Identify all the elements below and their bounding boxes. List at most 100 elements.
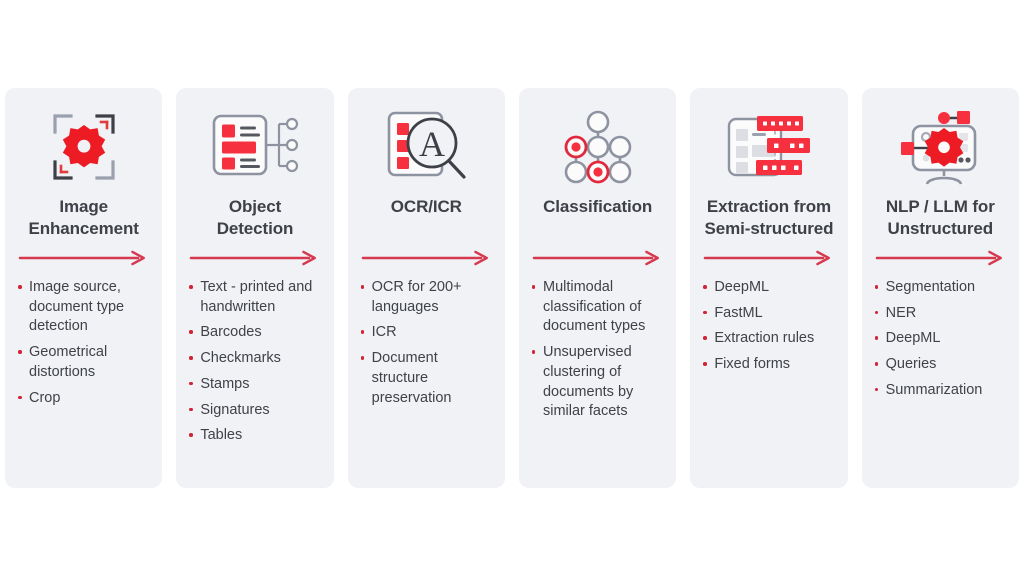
stage-title-line: OCR/ICR (390, 197, 462, 216)
right-arrow-icon (875, 250, 1002, 266)
stage-bullet-item: Image source, document type detection (18, 278, 149, 337)
stage-bullet-text: Tables (200, 427, 243, 444)
monitor-gear-nodes-icon (901, 111, 977, 185)
stage-bullet-item: Multimodal classification of document ty… (531, 278, 663, 337)
bullet-dot-icon (874, 310, 879, 315)
bullet-dot-icon (531, 350, 536, 354)
stage-title-line: Classification (543, 197, 653, 216)
bullet-dot-icon (360, 330, 365, 334)
stage-title-classification: Classification (543, 196, 652, 242)
document-data-bars-icon (727, 116, 810, 177)
stage-bullet-list-classification: Multimodal classification of document ty… (531, 278, 663, 428)
bullet-dot-icon (189, 356, 193, 360)
stage-bullet-text: Summarization (885, 381, 983, 398)
bullet-dot-icon (874, 285, 879, 289)
bullet-dot-icon (703, 362, 707, 366)
bullet-dot-icon (18, 395, 22, 400)
bullet-dot-icon (189, 285, 193, 289)
document-detection-tree-icon (209, 104, 301, 190)
stage-bullet-text: Segmentation (885, 279, 976, 295)
stage-bullet-item: Summarization (874, 381, 1006, 401)
stage-title-line: Semi-structured (704, 219, 834, 239)
gear-crop-marks-icon (53, 114, 115, 180)
document-magnifier-letter-a-icon: A (382, 104, 470, 190)
stage-arrow-classification (532, 250, 663, 266)
document-data-bars-icon (723, 104, 815, 190)
bullet-dot-icon (189, 381, 193, 386)
bullet-dot-icon (189, 407, 193, 412)
bullet-dot-icon (874, 362, 879, 366)
stage-bullet-item: Barcodes (189, 323, 320, 343)
bullet-dot-icon (531, 285, 536, 289)
stage-bullet-item: DeepML (703, 278, 834, 298)
svg-text:A: A (419, 124, 445, 164)
stage-bullet-text: NER (885, 304, 917, 321)
stage-bullet-item: FastML (703, 304, 834, 324)
stage-bullet-item: ICR (360, 323, 492, 343)
stage-bullet-text: Image source, document type detection (29, 279, 125, 335)
stage-bullet-item: Tables (189, 426, 320, 446)
bullet-dot-icon (874, 336, 879, 340)
bullet-dot-icon (360, 356, 365, 360)
stage-title-line: Unstructured (887, 219, 994, 239)
stage-bullet-text: Geometrical distortions (29, 344, 108, 380)
stage-bullet-item: OCR for 200+ languages (360, 278, 492, 317)
stage-bullet-item: Text - printed and handwritten (189, 278, 320, 317)
stage-bullet-item: Fixed forms (703, 355, 834, 375)
document-detection-tree-icon (212, 114, 299, 176)
stage-bullet-text: Signatures (200, 401, 270, 418)
stage-bullet-text: Document structure preservation (371, 350, 452, 406)
stage-arrow-ocr-icr (361, 250, 492, 266)
stage-title-line: Object (228, 197, 282, 216)
stage-title-ocr-icr: OCR/ICR (391, 196, 462, 242)
stage-bullet-text: Unsupervised clustering of documents by … (542, 344, 634, 420)
stage-bullet-text: Stamps (200, 375, 250, 392)
stage-card-classification[interactable]: Classification Multimodal classification… (518, 88, 677, 488)
stage-bullet-item: Segmentation (874, 278, 1006, 298)
bullet-dot-icon (18, 285, 22, 289)
stage-bullet-item: DeepML (874, 329, 1006, 349)
stage-arrow-nlp-llm-unstructured (875, 250, 1006, 266)
stage-bullet-text: Text - printed and handwritten (200, 279, 313, 315)
stage-title-line: Extraction from (706, 197, 832, 216)
stage-bullet-item: Geometrical distortions (18, 343, 149, 382)
right-arrow-icon (532, 250, 659, 266)
stage-title-line: Enhancement (28, 219, 139, 239)
stage-bullet-item: Crop (18, 389, 149, 409)
stage-bullet-item: Unsupervised clustering of documents by … (531, 343, 663, 422)
stage-bullet-item: NER (874, 304, 1006, 324)
stage-bullet-item: Checkmarks (189, 349, 320, 369)
stage-bullet-text: DeepML (885, 330, 941, 347)
right-arrow-icon (189, 250, 317, 266)
stage-bullet-item: Stamps (189, 375, 320, 395)
stage-bullet-text: Checkmarks (200, 350, 281, 367)
bullet-dot-icon (189, 330, 193, 334)
right-arrow-icon (18, 250, 145, 266)
stage-title-line: Image (59, 197, 108, 216)
stage-bullet-text: Multimodal classification of document ty… (542, 279, 646, 335)
stage-arrow-image-enhancement (18, 250, 149, 266)
stage-bullet-text: FastML (714, 304, 763, 321)
stage-bullet-item: Extraction rules (703, 329, 834, 349)
gear-crop-marks-icon (45, 104, 123, 190)
node-graph-icon (564, 110, 631, 184)
stage-bullet-text: Barcodes (200, 324, 262, 341)
bullet-dot-icon (18, 350, 22, 354)
bullet-dot-icon (703, 336, 707, 340)
stage-bullet-text: Extraction rules (714, 330, 815, 347)
